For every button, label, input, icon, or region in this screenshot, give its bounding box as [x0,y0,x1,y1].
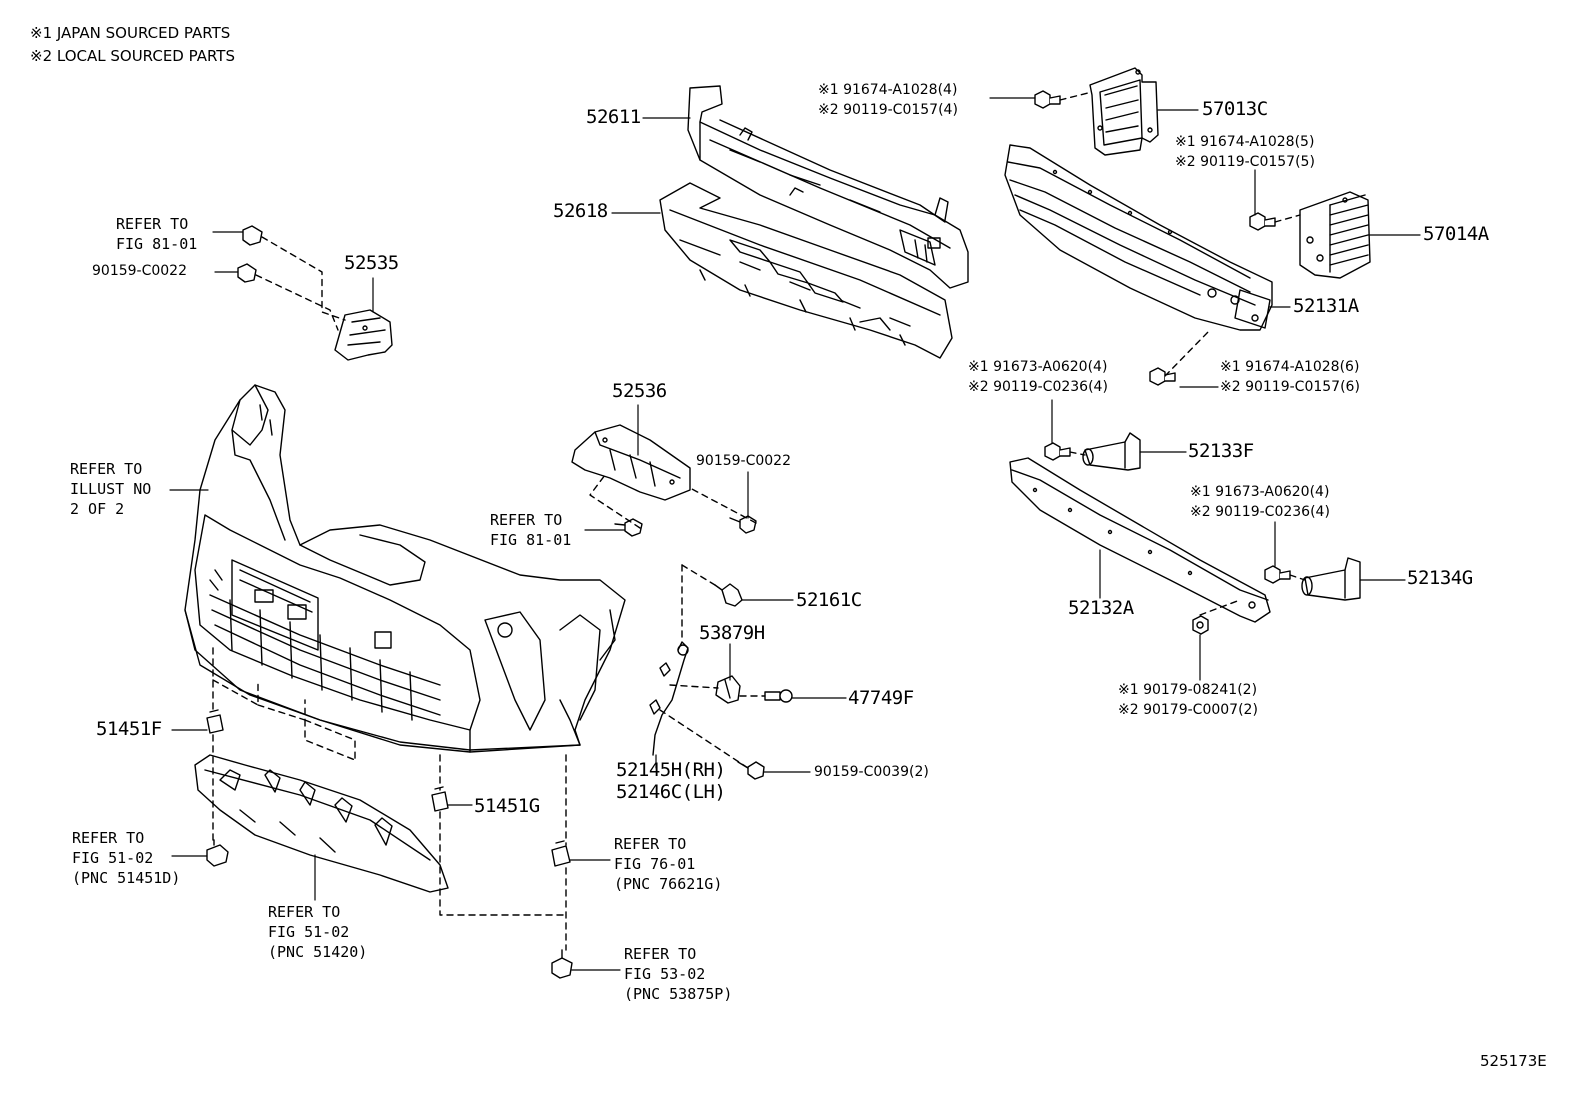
nut-code-jp: ※1 90179-08241(2) [1118,682,1258,698]
lower-spoiler [195,755,448,892]
refer-fig-53-02[interactable]: REFER TO FIG 53-02 (PNC 53875P) [624,945,733,1003]
bolt-left [1045,443,1070,460]
bolt-code-mid-jp: ※1 91674-A1028(5) [1175,134,1315,150]
leader-lines [170,98,1420,970]
bolt-code-left-jp: ※1 91673-A0620(4) [968,359,1108,375]
part-label-57014A: 57014A [1423,223,1489,245]
energy-absorber-52618 [660,183,952,358]
bolt-code-left-local: ※2 90119-C0236(4) [968,379,1108,395]
lower-reinforcement-52132A [1010,458,1270,622]
sensor-53879H [716,676,740,703]
screw-c0039 [738,762,764,779]
bracket-52535 [335,310,392,360]
clip-53875P [552,950,572,978]
bolt-code-mid-local: ※2 90119-C0157(5) [1175,154,1315,170]
screw-code-c0022-b: 90159-C0022 [696,453,791,469]
part-label-51451F: 51451F [96,718,162,740]
assembly-lines [213,92,1305,950]
refer-illust-2-of-2[interactable]: REFER TO ILLUST NO 2 OF 2 [70,460,152,518]
fasteners [207,91,1290,978]
note-local-sourced: ※2 LOCAL SOURCED PARTS [30,47,235,65]
bolt-code-top-jp: ※1 91674-A1028(4) [818,82,958,98]
clip-52161C [715,584,742,606]
bolt-right [1150,368,1175,385]
bracket-52536 [572,425,690,500]
part-label-52618: 52618 [553,200,608,222]
screw-52536-a [615,519,642,536]
bolt-top [1035,91,1060,108]
screw-code-c0022-a: 90159-C0022 [92,263,187,279]
part-label-53879H: 53879H [699,622,765,644]
bolt-47749F [765,690,792,702]
bolt-mid [1250,213,1275,230]
nut-code-local: ※2 90179-C0007(2) [1118,702,1258,718]
screw-52536-b [730,516,756,533]
note-japan-sourced: ※1 JAPAN SOURCED PARTS [30,24,231,42]
part-label-52536: 52536 [612,380,667,402]
bolt-code-low-local: ※2 90119-C0236(4) [1190,504,1330,520]
refer-fig-51-02-b[interactable]: REFER TO FIG 51-02 (PNC 51420) [268,903,368,961]
bumper-reinforcement-52611 [688,86,968,288]
clip-52535-top [243,226,262,245]
part-label-52161C: 52161C [796,589,862,611]
nut [1193,616,1208,634]
clip-51451D [207,840,228,866]
part-label-57013C: 57013C [1202,98,1268,120]
part-label-52146C: 52146C(LH) [616,781,726,803]
part-label-52134G: 52134G [1407,567,1473,589]
part-label-52132A: 52132A [1068,597,1134,619]
bumper-cover [185,385,625,752]
part-label-51451G: 51451G [474,795,540,817]
bolt-code-right-local: ※2 90119-C0157(6) [1220,379,1360,395]
crash-box-52134G [1302,558,1360,600]
bracket-57013C [1090,68,1158,155]
refer-fig-76-01[interactable]: REFER TO FIG 76-01 (PNC 76621G) [614,835,723,893]
refer-fig-51-02-a[interactable]: REFER TO FIG 51-02 (PNC 51451D) [72,829,181,887]
refer-fig-81-01-b[interactable]: REFER TO FIG 81-01 [490,511,572,549]
refer-fig-81-01-a[interactable]: REFER TO FIG 81-01 [116,215,198,253]
sensor-wire-52145H [650,642,688,755]
bracket-57014A [1300,192,1370,278]
drawing-code: 525173E [1480,1052,1547,1070]
bolt-code-right-jp: ※1 91674-A1028(6) [1220,359,1360,375]
bolt-low [1265,566,1290,583]
clip-51451F [207,710,223,733]
clip-51451G [432,787,448,811]
bolt-code-low-jp: ※1 91673-A0620(4) [1190,484,1330,500]
part-label-47749F: 47749F [848,687,914,709]
bolt-code-top-local: ※2 90119-C0157(4) [818,102,958,118]
clip-52535-bottom [238,264,256,282]
bumper-reinforcement-52131A [1005,145,1272,330]
part-label-52535: 52535 [344,252,399,274]
part-label-52133F: 52133F [1188,440,1254,462]
part-label-52611: 52611 [586,106,641,128]
part-label-52145H: 52145H(RH) [616,759,726,781]
screw-code-c0039: 90159-C0039(2) [814,764,929,780]
part-label-52131A: 52131A [1293,295,1359,317]
clip-76621G [552,841,570,866]
crash-box-52133F [1083,433,1140,470]
